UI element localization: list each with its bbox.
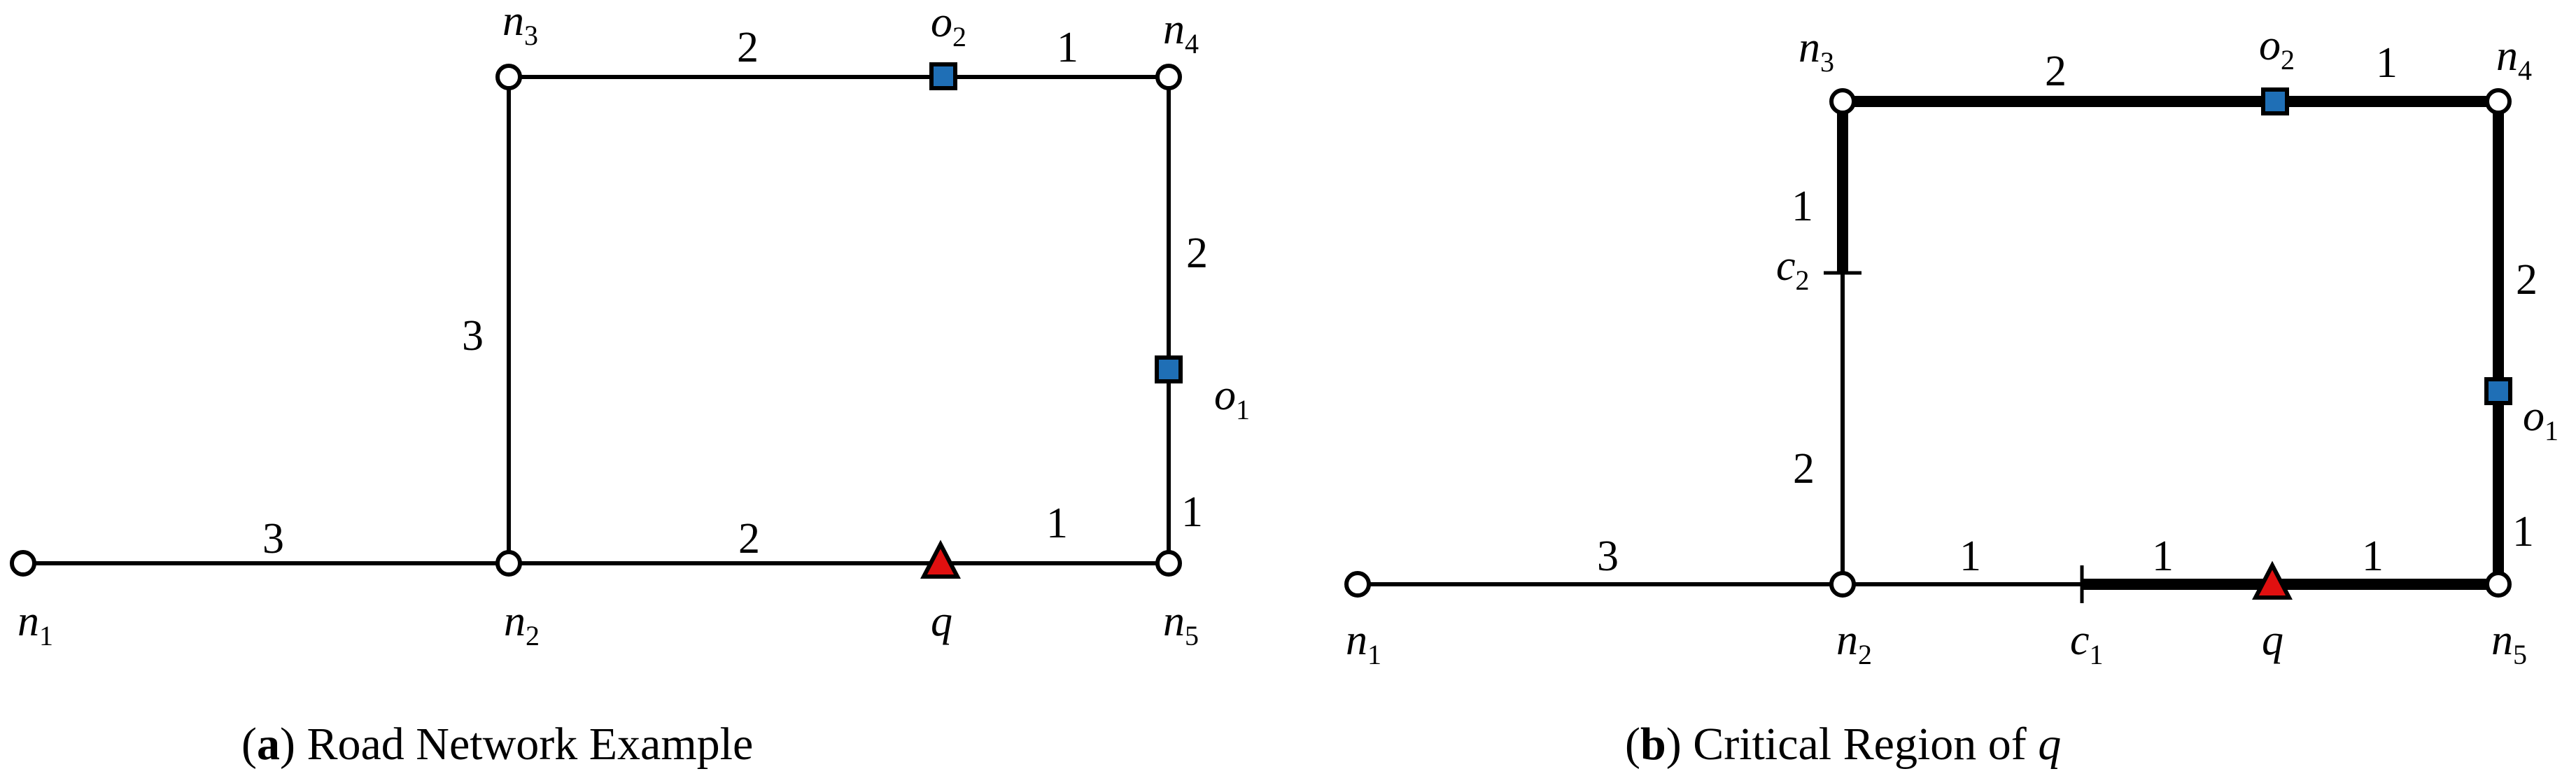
label-o1: o1	[1214, 372, 1250, 425]
object-o1-marker	[2484, 377, 2512, 405]
node-n2	[1829, 571, 1856, 598]
node-n3	[1829, 88, 1856, 115]
weight-q-n5: 1	[1046, 500, 1068, 547]
node-n2	[495, 550, 522, 577]
weight-o2-n4: 1	[2376, 39, 2398, 87]
weight-n1-n2: 3	[262, 515, 284, 563]
label-n5: n5	[1163, 598, 1199, 651]
label-o2: o2	[2259, 22, 2295, 76]
panel-a: n1 n2 n3 n4 n5 o2 o1 q 3 2 1 1 2 2 1 3 (…	[10, 0, 1250, 770]
weight-n3-o2: 2	[737, 24, 759, 71]
object-o2-marker	[929, 62, 957, 90]
weight-n2-q: 2	[738, 515, 760, 563]
label-q: q	[2262, 616, 2283, 664]
label-n2: n2	[1836, 616, 1872, 670]
weight-n2-c1: 1	[1959, 532, 1981, 580]
query-q-marker	[2252, 560, 2293, 600]
object-o2-marker	[2261, 87, 2289, 115]
node-n1	[1344, 571, 1371, 598]
weight-c2-n2: 2	[1793, 445, 1815, 493]
node-n4	[1155, 64, 1182, 90]
node-n3	[495, 64, 522, 90]
panel-b: n1 n2 n3 n4 n5 o2 o1 c1 c2 q 3 1 1 1 1 2…	[1344, 22, 2559, 770]
label-n1: n1	[17, 598, 53, 651]
label-n4: n4	[1163, 6, 1199, 59]
label-c2: c2	[1776, 242, 1810, 296]
weight-n5-o1: 1	[1181, 488, 1203, 536]
weight-o1-n4: 2	[1186, 230, 1208, 277]
node-n5	[2485, 571, 2512, 598]
weight-o2-n4: 1	[1057, 24, 1078, 71]
weight-n3-o2: 2	[2045, 48, 2067, 95]
object-o1-marker	[1155, 355, 1183, 383]
node-n4	[2485, 88, 2512, 115]
weight-n3-c2: 1	[1792, 183, 1813, 230]
node-n1	[10, 550, 36, 577]
weight-n5-o1: 1	[2512, 508, 2534, 556]
weight-q-n5: 1	[2362, 532, 2384, 580]
weight-o1-n4: 2	[2516, 256, 2538, 304]
label-n3: n3	[502, 0, 538, 51]
caption-b: (b) Critical Region of q	[1625, 719, 2061, 770]
weight-n1-n2: 3	[1597, 532, 1619, 580]
node-n5	[1155, 550, 1182, 577]
caption-a: (a) Road Network Example	[241, 719, 753, 770]
label-q: q	[931, 598, 952, 645]
label-n2: n2	[504, 598, 540, 651]
label-c1: c1	[2070, 616, 2104, 670]
label-o2: o2	[931, 0, 966, 52]
label-n3: n3	[1799, 24, 1834, 78]
label-o1: o1	[2523, 393, 2559, 446]
weight-n2-n3: 3	[462, 312, 484, 360]
weight-c1-q: 1	[2152, 532, 2174, 580]
query-q-marker	[920, 539, 961, 579]
label-n4: n4	[2496, 32, 2532, 86]
label-n1: n1	[1346, 616, 1381, 670]
label-n5: n5	[2491, 616, 2527, 670]
